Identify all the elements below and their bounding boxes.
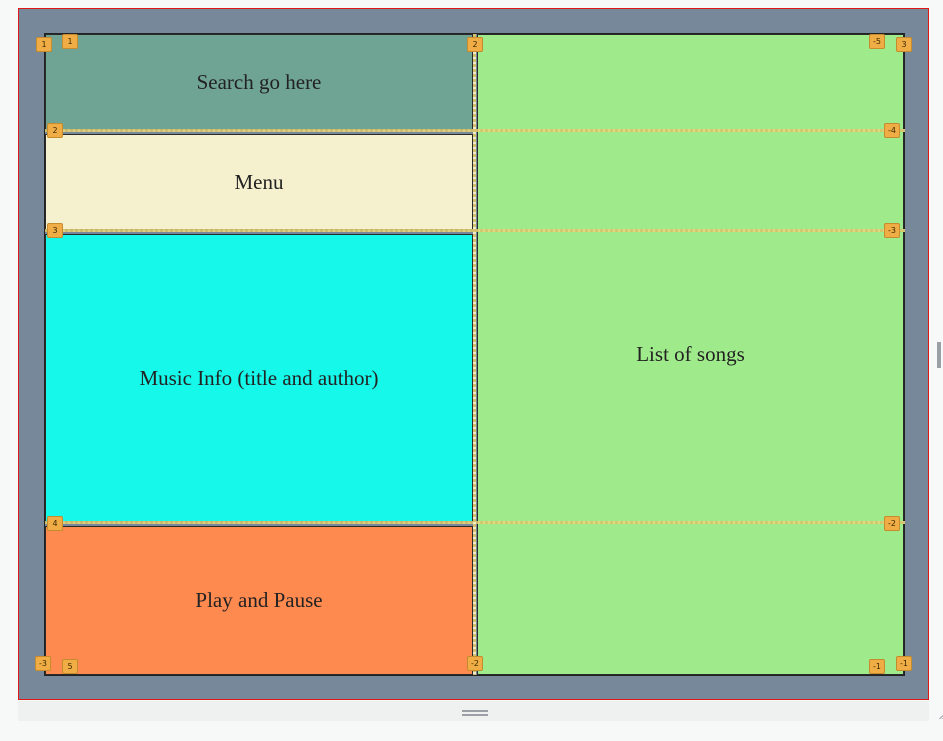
song-list-area-label: List of songs (636, 342, 745, 366)
grid-badge-row-2: 2 (47, 123, 63, 138)
search-area: Search go here (45, 34, 473, 130)
grid-badge-right-minus-3: -3 (884, 223, 900, 238)
grid-badge-right-3: 3 (896, 37, 912, 52)
music-info-area-label: Music Info (title and author) (139, 365, 379, 390)
grid-badge-col-minus-2: -2 (467, 656, 483, 671)
grid-badge-col-1: 1 (62, 34, 78, 49)
music-info-area: Music Info (title and author) (45, 234, 473, 522)
grid-badge-row-1: 1 (36, 37, 52, 52)
right-resize-grip-icon[interactable] (937, 342, 941, 368)
grid-badge-col-5: 5 (62, 659, 78, 674)
grid-badge-right-minus-2: -2 (884, 516, 900, 531)
grid-badge-right-minus-1: -1 (896, 656, 912, 671)
grid-badge-row-3: 3 (47, 223, 63, 238)
song-list-area: List of songs (477, 34, 904, 675)
play-pause-area-label: Play and Pause (195, 588, 323, 612)
bottom-resize-handle-icon[interactable] (462, 710, 488, 716)
grid-badge-col-minus-1: -1 (869, 659, 885, 674)
menu-area-label: Menu (234, 169, 284, 194)
corner-resize-grip-icon[interactable] (931, 705, 943, 719)
grid-badge-row-minus-3: -3 (35, 656, 51, 671)
grid-badge-col-minus-5: -5 (869, 34, 885, 49)
menu-area: Menu (45, 134, 473, 230)
grid-badge-right-minus-4: -4 (884, 123, 900, 138)
grid-badge-row-4: 4 (47, 516, 63, 531)
play-pause-area: Play and Pause (45, 526, 473, 675)
grid-badge-col-2: 2 (467, 37, 483, 52)
search-area-label: Search go here (196, 69, 322, 94)
grid-column-line-2 (473, 34, 476, 675)
